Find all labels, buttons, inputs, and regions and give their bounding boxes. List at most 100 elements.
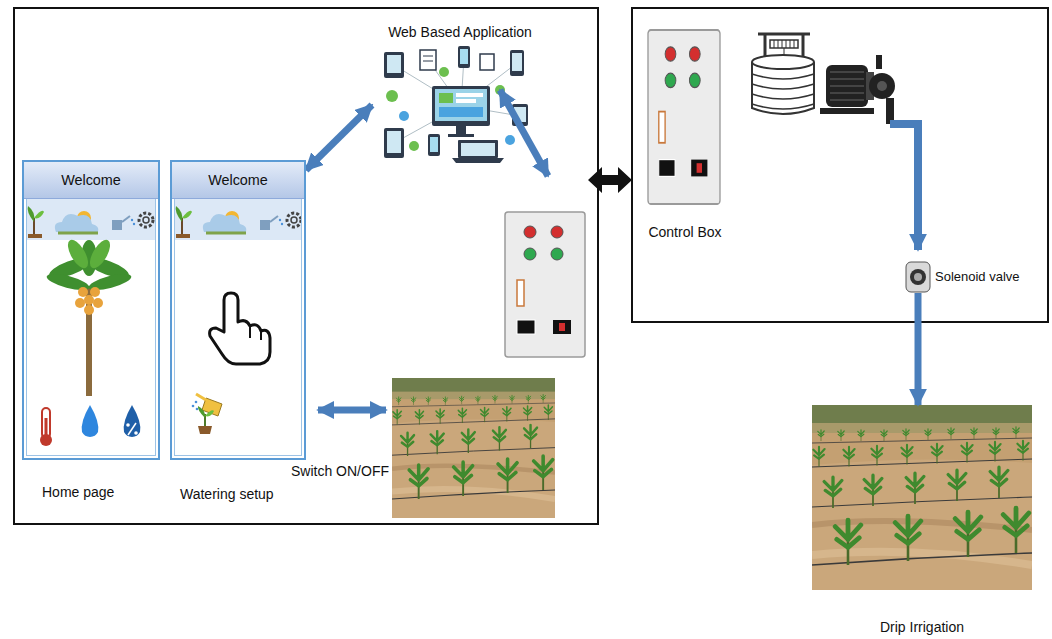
control-box-picture — [648, 30, 720, 204]
sensor-icons — [124, 405, 141, 437]
web-app-illustration — [386, 90, 398, 102]
motor-pump — [820, 108, 874, 114]
motor-pump — [876, 55, 882, 69]
group-title: Web Based Application — [372, 24, 548, 40]
motor-pump — [869, 73, 895, 99]
web-app-group: Web Based Application — [372, 20, 548, 165]
watering-can-icon — [192, 405, 195, 408]
watering-can-icon — [195, 401, 198, 404]
papaya-tree — [86, 237, 114, 272]
papaya-tree — [75, 287, 103, 315]
control-box-unit: Control Box — [640, 25, 730, 240]
hand-pointer-icon — [250, 326, 261, 340]
papaya-tree — [78, 287, 88, 297]
picture-caption: Control Box — [640, 224, 730, 240]
flow-arrow — [915, 293, 922, 405]
solenoid-valve-icon — [910, 269, 926, 285]
well-illustration — [752, 55, 814, 69]
watering-can-icon — [192, 394, 222, 434]
web-app-illustration — [423, 61, 433, 62]
papaya-tree — [45, 240, 133, 293]
web-app-illustration — [460, 49, 468, 64]
web-app-illustration — [439, 107, 483, 117]
watering-can-icon — [198, 426, 212, 434]
motor-pump — [820, 55, 895, 124]
web-app-illustration — [512, 53, 522, 71]
left-panel — [14, 8, 598, 524]
screen-icon-row — [24, 198, 158, 240]
screen-header: Welcome — [24, 162, 158, 199]
web-app-illustration — [399, 111, 409, 121]
papaya-tree — [84, 305, 94, 315]
right-panel — [632, 8, 1048, 322]
solenoid-valve-icon — [914, 273, 922, 281]
papaya-tree — [75, 298, 85, 308]
web-app-illustration — [452, 158, 504, 163]
web-app-illustration — [420, 50, 436, 70]
hand-pointer-icon — [210, 293, 270, 364]
sensor-icons — [45, 418, 48, 436]
sensor-icons — [40, 434, 52, 446]
web-app-illustration — [448, 134, 474, 137]
hand-pointer-icon — [210, 293, 270, 364]
web-app-illustration — [409, 141, 419, 151]
sensor-icons — [126, 423, 130, 427]
web-app-illustration — [394, 65, 461, 106]
well-illustration — [752, 34, 814, 114]
picture-caption: Drip Irrigation — [812, 619, 1032, 635]
web-app-illustration — [428, 134, 440, 156]
web-app-illustration — [387, 55, 401, 73]
phone-screen: WelcomeWatering setup — [170, 160, 306, 460]
drip-irrigation-field: Drip Irrigation — [812, 405, 1032, 635]
papaya-tree — [84, 295, 94, 305]
watering-can-icon — [205, 410, 214, 416]
screen-icon-row — [172, 198, 306, 240]
sensor-icons — [42, 408, 50, 438]
web-app-illustration — [435, 89, 487, 121]
web-app-illustration — [384, 52, 404, 78]
watering-can-icon — [198, 406, 205, 418]
annotation-label: Switch ON/OFF — [291, 463, 389, 479]
flow-arrow — [306, 105, 372, 170]
phone-screen: WelcomeHome page — [22, 160, 160, 460]
web-app-illustration — [387, 131, 401, 153]
watering-can-icon — [196, 408, 199, 411]
web-app-illustration — [456, 126, 466, 134]
sensor-icons — [82, 405, 99, 437]
web-app-illustration — [384, 128, 404, 158]
papaya-tree — [93, 298, 103, 308]
web-app-illustration — [505, 135, 515, 145]
solenoid-valve-icon — [906, 262, 930, 292]
solenoid-valve: Solenoid valve — [903, 259, 1024, 293]
motor-pump — [826, 65, 868, 107]
web-app-illustration — [394, 57, 520, 143]
web-app-illustration — [439, 93, 453, 103]
web-app-illustration — [480, 54, 494, 70]
well-illustration — [752, 74, 814, 109]
motor-pump — [877, 81, 887, 91]
sensor-icons — [134, 431, 138, 435]
web-app-illustration — [430, 137, 438, 152]
water-pipe-arrow — [890, 124, 918, 250]
motor-pump — [830, 72, 864, 100]
web-app-illustration — [456, 93, 483, 97]
web-app-illustration — [423, 56, 433, 57]
web-app-illustration — [439, 67, 449, 77]
component-label: Solenoid valve — [935, 269, 1020, 284]
control-box-picture — [505, 212, 585, 357]
panel-link-arrow — [588, 167, 632, 193]
solenoid-valve-icon — [906, 262, 930, 292]
screen-caption: Home page — [42, 484, 114, 500]
watering-can-icon — [196, 394, 206, 400]
data-link-arrow — [500, 90, 548, 176]
field-photo — [812, 405, 1032, 590]
web-app-illustration — [458, 140, 498, 158]
web-app-illustration — [510, 50, 524, 76]
papaya-tree — [64, 237, 92, 272]
screen-header: Welcome — [172, 162, 304, 199]
sensor-icons — [40, 405, 140, 446]
well-illustration — [774, 40, 794, 48]
